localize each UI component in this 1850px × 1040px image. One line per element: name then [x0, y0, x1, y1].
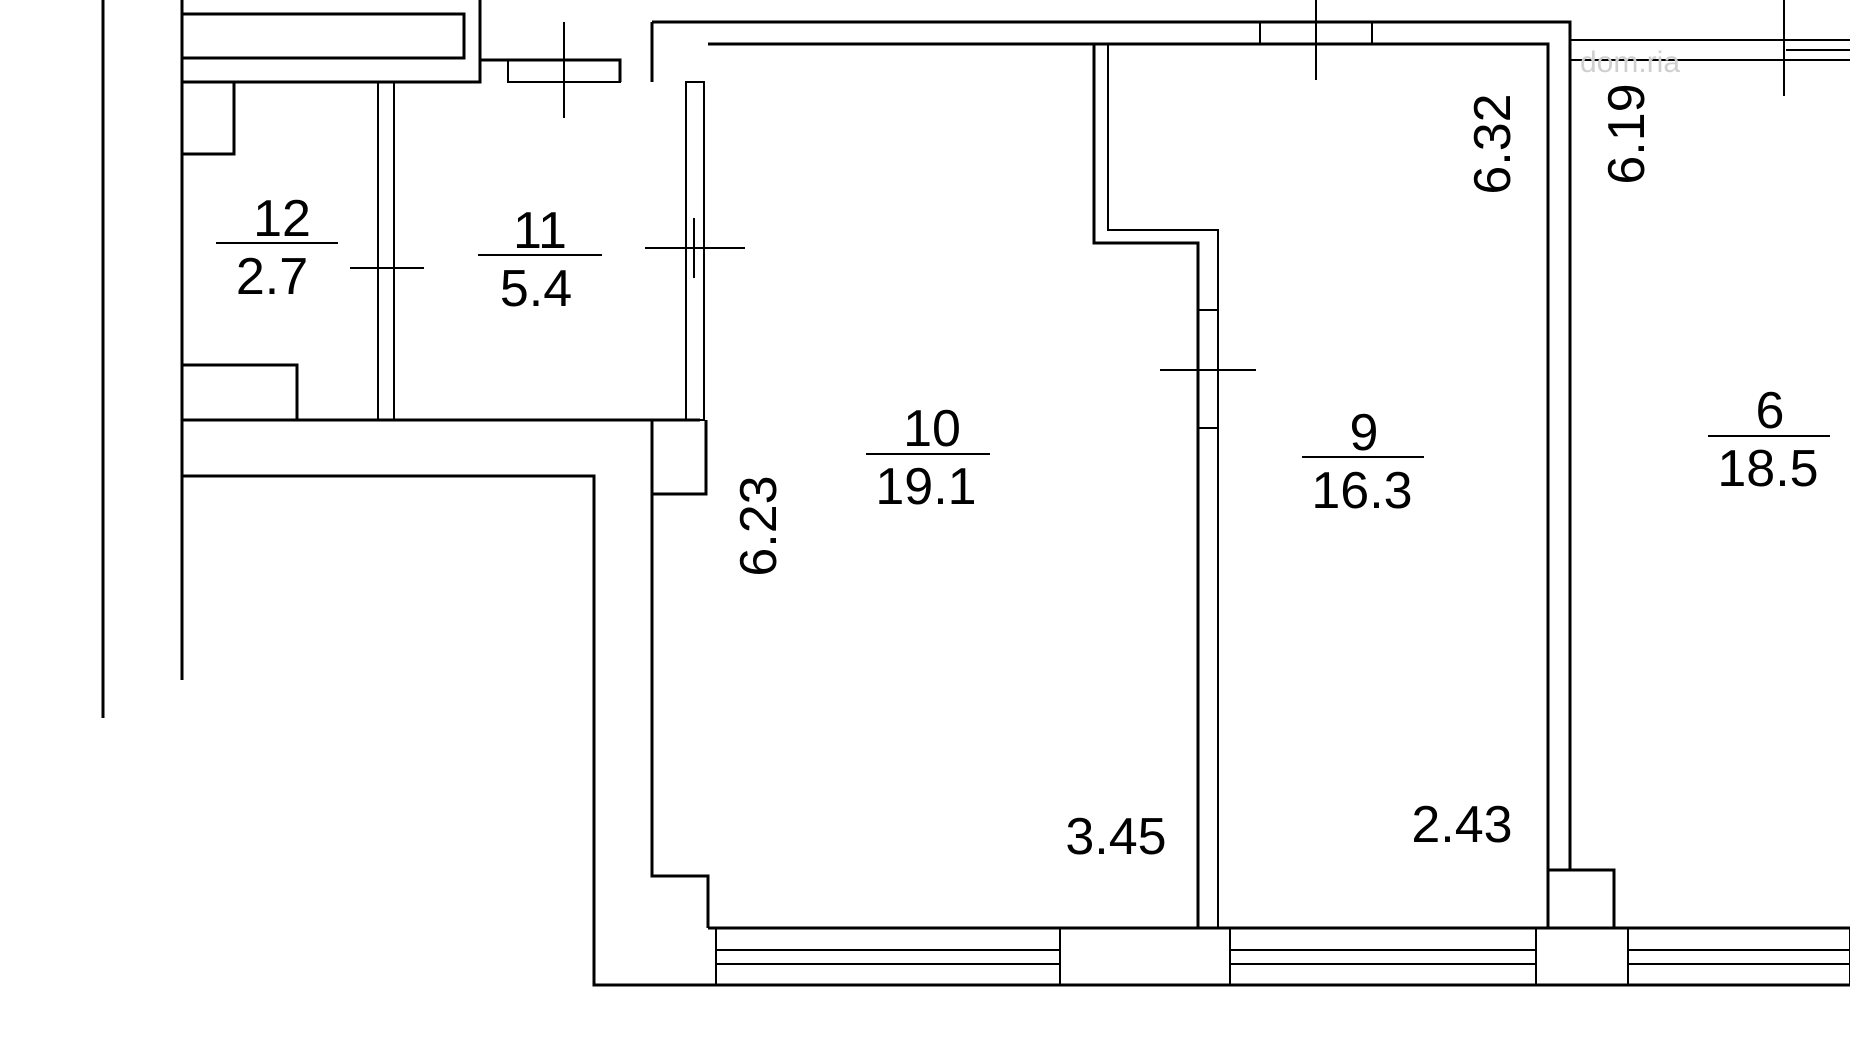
dim-room9-length: 6.32: [1464, 93, 1522, 194]
room-6-label: 6 18.5: [1708, 382, 1830, 498]
room10-left-wall: [650, 494, 710, 928]
room-10-number: 10: [903, 400, 961, 458]
room-11-label: 11 5.4: [478, 202, 602, 318]
room-9-label: 9 16.3: [1302, 404, 1424, 520]
room-9-area: 16.3: [1311, 462, 1412, 520]
room-10-area: 19.1: [875, 458, 976, 516]
door-markers: [350, 0, 1850, 371]
dim-room10-length: 6.23: [730, 475, 788, 576]
room12-fixture: [180, 80, 236, 156]
room-6-number: 6: [1756, 382, 1785, 440]
room-9-number: 9: [1350, 404, 1379, 462]
dim-room10-width: 3.45: [1065, 808, 1166, 866]
watermark: dom.ria: [1580, 46, 1680, 79]
room10-window: [715, 927, 1061, 986]
room10-upper-jog: [650, 420, 708, 496]
corridor-inner-wall: [182, 474, 1850, 987]
room12-lower-fixture: [182, 363, 299, 420]
partition-10-9-outer: [1092, 44, 1200, 928]
room6-window: [1627, 927, 1850, 986]
room-10-label: 10 19.1: [866, 400, 990, 516]
walls: [101, 0, 1850, 987]
top-left-block: [180, 0, 482, 84]
dim-room6-length: 6.19: [1598, 83, 1656, 184]
room-11-number: 11: [513, 202, 567, 260]
room-6-area: 18.5: [1717, 440, 1818, 498]
room-11-area: 5.4: [500, 260, 572, 318]
room-12-number: 12: [253, 190, 311, 248]
room-12-label: 12 2.7: [216, 190, 338, 306]
room9-right-wall: [708, 42, 1550, 928]
room-12-area: 2.7: [236, 248, 308, 306]
partition-11-10: [685, 81, 705, 421]
partition-12-11: [377, 81, 395, 421]
partition-10-9-inner: [1107, 44, 1219, 928]
room9-window: [1229, 927, 1537, 986]
main-top-wall: [652, 20, 1572, 44]
room6-column: [1546, 868, 1616, 930]
dim-room9-width: 2.43: [1411, 796, 1512, 854]
room11-top-wall: [480, 58, 622, 82]
top-left-window: [180, 12, 466, 60]
